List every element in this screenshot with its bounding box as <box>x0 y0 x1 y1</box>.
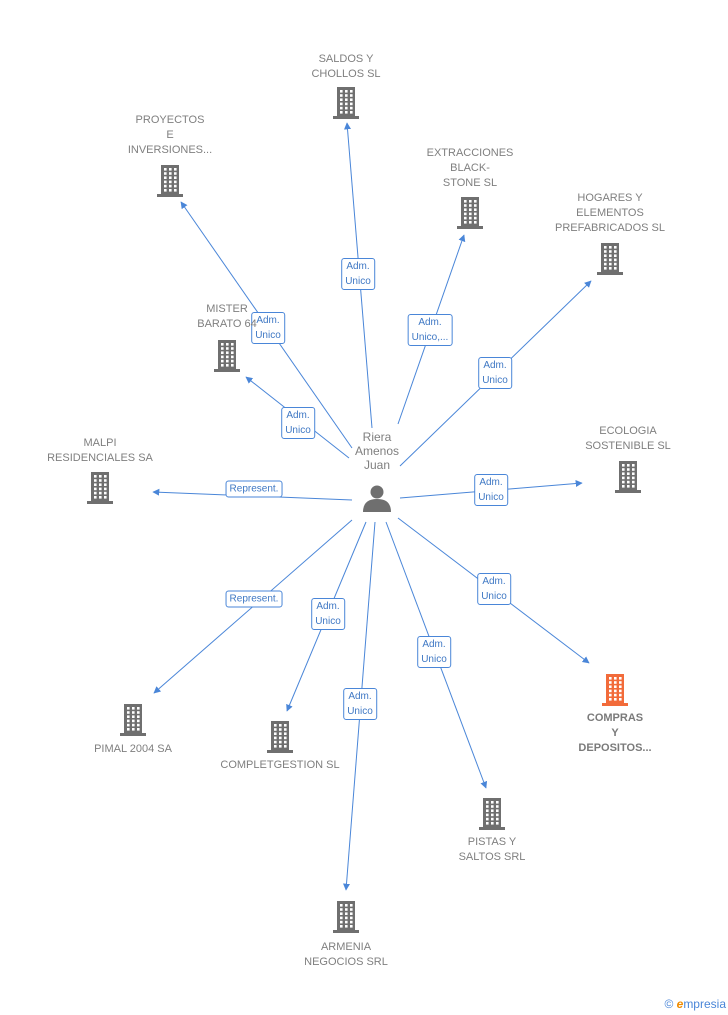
center-person-name[interactable]: Riera Amenos Juan <box>354 430 400 472</box>
company-name-armenia[interactable]: ARMENIA NEGOCIOS SRL <box>304 941 388 968</box>
role-label-ecologia[interactable]: Adm. Unico <box>474 474 508 506</box>
building-icon[interactable] <box>479 798 505 830</box>
role-label-armenia[interactable]: Adm. Unico <box>343 688 377 720</box>
company-name-completgestion[interactable]: COMPLETGESTION SL <box>220 759 340 771</box>
building-icon[interactable] <box>157 165 183 197</box>
building-icon[interactable] <box>267 721 293 753</box>
building-icon[interactable] <box>87 472 113 504</box>
company-name-compras[interactable]: COMPRAS Y DEPOSITOS... <box>578 712 652 754</box>
building-icon[interactable] <box>615 461 641 493</box>
role-label-malpi[interactable]: Represent. <box>225 480 283 498</box>
role-label-mister[interactable]: Adm. Unico <box>281 407 315 439</box>
copyright-symbol: © <box>664 997 674 1011</box>
building-icon[interactable] <box>333 901 359 933</box>
building-icon[interactable] <box>214 340 240 372</box>
brand-logo-initial: e <box>676 997 684 1011</box>
company-name-extracciones[interactable]: EXTRACCIONES BLACK- STONE SL <box>426 147 514 189</box>
company-name-ecologia[interactable]: ECOLOGIA SOSTENIBLE SL <box>585 425 671 452</box>
company-name-proyectos[interactable]: PROYECTOS E INVERSIONES... <box>127 114 213 156</box>
building-icon[interactable] <box>602 674 628 706</box>
role-label-compras[interactable]: Adm. Unico <box>477 573 511 605</box>
person-icon[interactable] <box>363 485 391 513</box>
building-icon[interactable] <box>457 197 483 229</box>
company-name-pistas[interactable]: PISTAS Y SALTOS SRL <box>458 836 526 863</box>
brand-logo-rest: mpresia <box>683 997 726 1011</box>
role-label-extracciones[interactable]: Adm. Unico,... <box>407 314 453 346</box>
company-name-malpi[interactable]: MALPI RESIDENCIALES SA <box>47 437 153 464</box>
role-label-completgestion[interactable]: Adm. Unico <box>311 598 345 630</box>
company-name-pimal[interactable]: PIMAL 2004 SA <box>94 743 172 755</box>
role-label-proyectos[interactable]: Adm. Unico <box>251 312 285 344</box>
icons-layer <box>87 87 641 933</box>
company-name-saldos[interactable]: SALDOS Y CHOLLOS SL <box>311 53 381 80</box>
role-label-pimal[interactable]: Represent. <box>225 590 283 608</box>
role-label-hogares[interactable]: Adm. Unico <box>478 357 512 389</box>
building-icon[interactable] <box>120 704 146 736</box>
role-label-saldos[interactable]: Adm. Unico <box>341 258 375 290</box>
footer-brand[interactable]: © empresia <box>664 997 726 1011</box>
building-icon[interactable] <box>333 87 359 119</box>
company-name-mister[interactable]: MISTER BARATO 64 <box>197 303 257 330</box>
company-name-hogares[interactable]: HOGARES Y ELEMENTOS PREFABRICADOS SL <box>554 192 666 234</box>
building-icon[interactable] <box>597 243 623 275</box>
role-label-pistas[interactable]: Adm. Unico <box>417 636 451 668</box>
